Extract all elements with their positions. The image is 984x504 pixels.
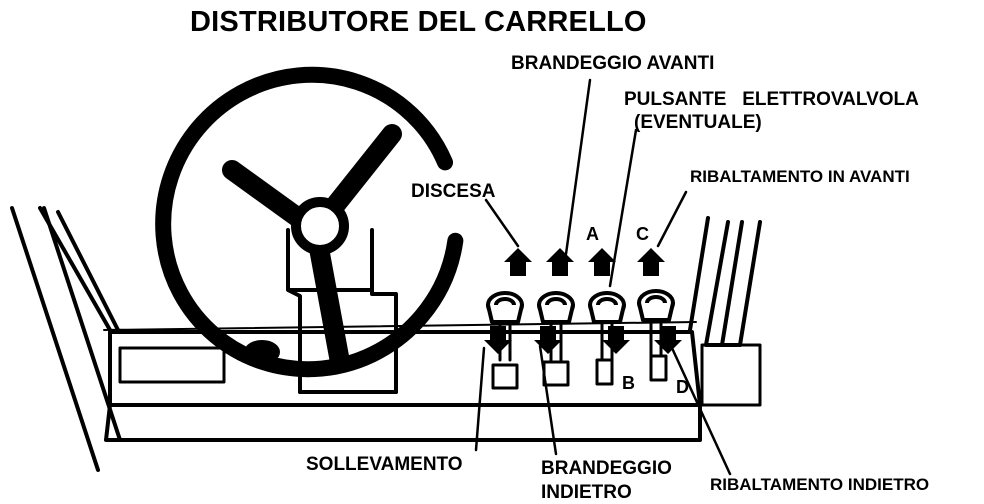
letter-b: B bbox=[622, 373, 635, 393]
label-ribaltamento-avanti: RIBALTAMENTO IN AVANTI bbox=[690, 167, 910, 186]
arrow-up-a bbox=[588, 248, 616, 276]
lever-knobs bbox=[486, 289, 675, 324]
leader-ribaltamento-indietro bbox=[670, 346, 732, 476]
arrow-up-brandeggio-avanti bbox=[546, 248, 574, 276]
label-discesa: DISCESA bbox=[411, 181, 496, 202]
letter-a: A bbox=[586, 224, 599, 244]
arrow-up-discesa bbox=[504, 248, 532, 276]
label-brandeggio-avanti: BRANDEGGIO AVANTI bbox=[511, 53, 715, 74]
leader-brandeggio-indietro bbox=[538, 344, 558, 456]
leader-ribaltamento-avanti bbox=[656, 190, 688, 248]
leader-discesa bbox=[484, 198, 520, 248]
letter-d: D bbox=[676, 377, 689, 397]
arrow-up-c bbox=[637, 248, 665, 276]
letter-c: C bbox=[636, 224, 649, 244]
page-title: DISTRIBUTORE DEL CARRELLO bbox=[190, 6, 647, 38]
label-brandeggio-indietro-1: BRANDEGGIO bbox=[541, 458, 672, 479]
steering-wheel bbox=[155, 66, 465, 378]
direction-arrows bbox=[484, 248, 682, 354]
label-pulsante-elettrovalvola: PULSANTE ELETTROVALVOLA bbox=[624, 89, 919, 110]
left-cab-frame bbox=[10, 206, 122, 472]
label-ribaltamento-indietro: RIBALTAMENTO INDIETRO bbox=[710, 475, 930, 494]
leader-pulsante bbox=[608, 128, 638, 288]
leader-sollevamento bbox=[474, 346, 486, 452]
arrow-down-b bbox=[602, 326, 630, 354]
right-cab-frame bbox=[688, 216, 762, 407]
label-eventuale: (EVENTUALE) bbox=[634, 112, 762, 133]
label-sollevamento: SOLLEVAMENTO bbox=[306, 454, 463, 475]
leader-lines bbox=[474, 78, 732, 476]
arrow-down-sollevamento bbox=[484, 326, 512, 354]
label-brandeggio-indietro-2: INDIETRO bbox=[541, 482, 632, 503]
arrow-down-d bbox=[654, 326, 682, 354]
leader-brandeggio-avanti bbox=[564, 78, 592, 256]
